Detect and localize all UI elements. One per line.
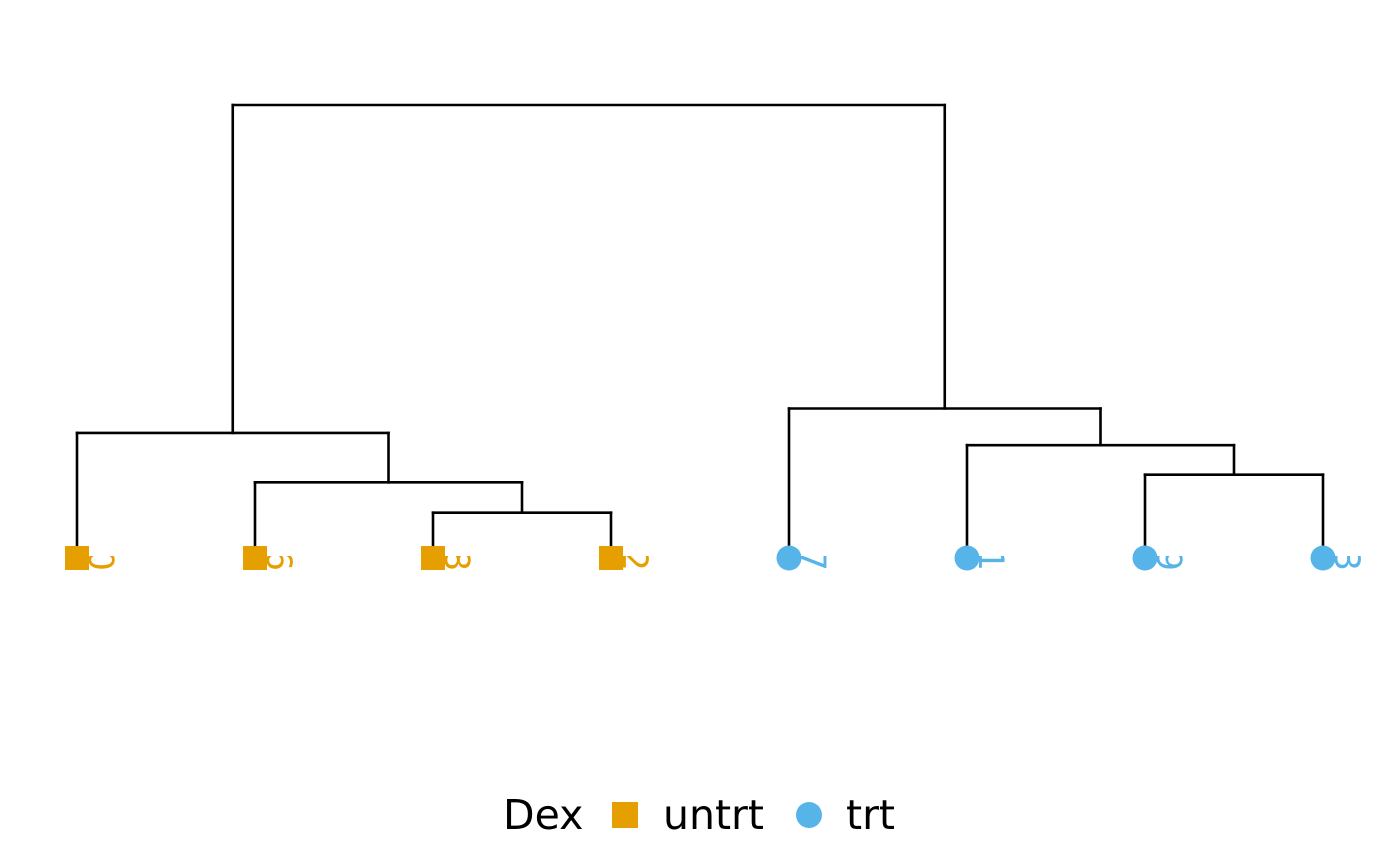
leaf-circle-marker <box>1132 545 1158 571</box>
leaf-label: )39521 <box>970 446 1010 571</box>
leaf-label: )39517 <box>792 446 832 571</box>
dendrogram-branches <box>75 103 1325 560</box>
leaf-label: )39509 <box>1148 446 1188 571</box>
legend-label-untrt: untrt <box>663 791 764 839</box>
leaf-circle-marker <box>776 545 802 571</box>
leaf-square-marker <box>65 546 89 570</box>
legend: Dex untrt trt <box>503 791 895 839</box>
legend-circle-icon <box>796 802 822 828</box>
leaf-label: )39513 <box>1326 446 1366 571</box>
leaf-label: )39516 <box>258 446 298 571</box>
leaf-labels: )39520 )39516 )39508 )39512 )39517 )39521 )395… <box>80 446 1366 571</box>
leaf-square-marker <box>599 546 623 570</box>
leaf-label: )39520 <box>80 446 120 571</box>
leaf-circle-marker <box>954 545 980 571</box>
legend-label-trt: trt <box>846 791 895 839</box>
legend-square-icon <box>612 802 638 828</box>
legend-title: Dex <box>503 791 583 839</box>
leaf-label: )39512 <box>614 446 654 571</box>
leaf-markers <box>65 545 1336 571</box>
leaf-square-marker <box>421 546 445 570</box>
leaf-label: )39508 <box>436 446 476 571</box>
leaf-square-marker <box>243 546 267 570</box>
leaf-circle-marker <box>1310 545 1336 571</box>
